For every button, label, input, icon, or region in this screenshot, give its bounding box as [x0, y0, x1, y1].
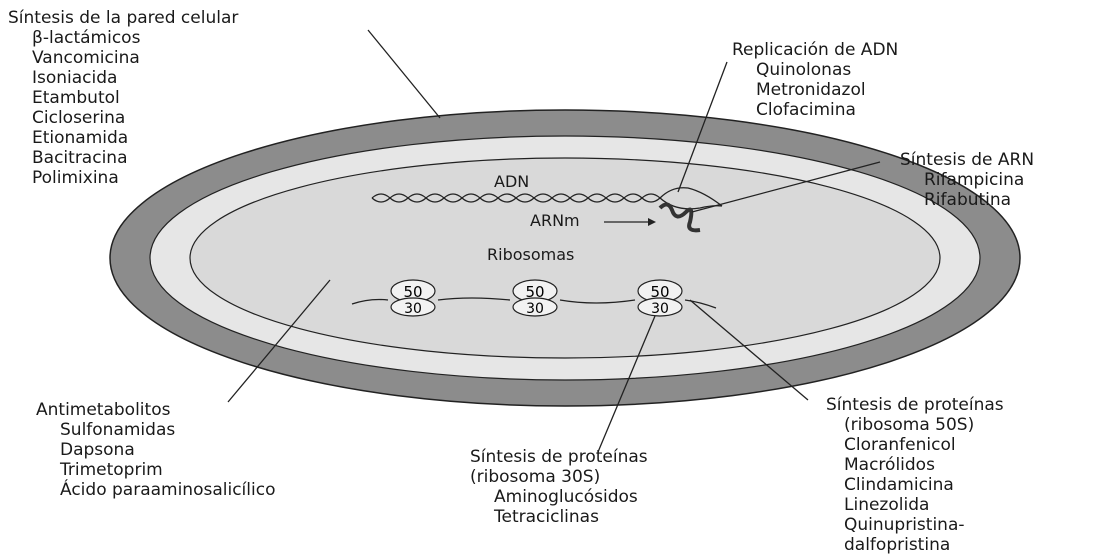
- leader-cell-wall: [368, 30, 440, 118]
- drug-item: Etionamida: [32, 128, 238, 148]
- drug-item: Cicloserina: [32, 108, 238, 128]
- drug-item: Clindamicina: [844, 475, 1004, 495]
- drug-item: Quinupristina-: [844, 515, 1004, 535]
- protein-synthesis-30s-group: Síntesis de proteínas (ribosoma 30S) Ami…: [470, 447, 648, 527]
- rna-synthesis-group: Síntesis de ARN Rifampicina Rifabutina: [900, 150, 1034, 210]
- ribosome-1-30-label: 30: [404, 301, 422, 317]
- mrna-label: ARNm: [530, 211, 580, 230]
- drug-item: Isoniacida: [32, 68, 238, 88]
- drug-item: Quinolonas: [756, 60, 898, 80]
- drug-item: Dapsona: [60, 440, 275, 460]
- dna-replication-group: Replicación de ADN Quinolonas Metronidaz…: [732, 40, 898, 120]
- antimetabolites-title: Antimetabolitos: [36, 400, 275, 420]
- drug-item: dalfopristina: [844, 535, 1004, 555]
- drug-item: Metronidazol: [756, 80, 898, 100]
- ribosomes-label: Ribosomas: [487, 245, 574, 264]
- ribosome-2-50-label: 50: [525, 283, 544, 301]
- drug-item: Trimetoprim: [60, 460, 275, 480]
- drug-item: Rifampicina: [924, 170, 1034, 190]
- drug-item: Linezolida: [844, 495, 1004, 515]
- rna-synthesis-title: Síntesis de ARN: [900, 150, 1034, 170]
- protein-synthesis-50s-subtitle: (ribosoma 50S): [844, 415, 1004, 435]
- drug-item: Vancomicina: [32, 48, 238, 68]
- dna-replication-title: Replicación de ADN: [732, 40, 898, 60]
- drug-item: Aminoglucósidos: [494, 487, 648, 507]
- drug-item: Sulfonamidas: [60, 420, 275, 440]
- ribosome-3-50-label: 50: [650, 283, 669, 301]
- drug-item: Etambutol: [32, 88, 238, 108]
- dna-label: ADN: [494, 172, 529, 191]
- protein-synthesis-30s-title: Síntesis de proteínas: [470, 447, 648, 467]
- drug-item: Ácido paraaminosalicílico: [60, 480, 275, 500]
- ribosome-3-30-label: 30: [651, 301, 669, 317]
- protein-synthesis-50s-title: Síntesis de proteínas: [826, 395, 1004, 415]
- drug-item: Macrólidos: [844, 455, 1004, 475]
- drug-item: Clofacimina: [756, 100, 898, 120]
- protein-synthesis-50s-group: Síntesis de proteínas (ribosoma 50S) Clo…: [826, 395, 1004, 555]
- ribosome-1-50-label: 50: [403, 283, 422, 301]
- cell-wall-synthesis-title: Síntesis de la pared celular: [8, 8, 238, 28]
- cell-wall-synthesis-group: Síntesis de la pared celular β-lactámico…: [8, 8, 238, 188]
- drug-item: Rifabutina: [924, 190, 1034, 210]
- drug-item: β-lactámicos: [32, 28, 238, 48]
- ribosome-2-30-label: 30: [526, 301, 544, 317]
- drug-item: Tetraciclinas: [494, 507, 648, 527]
- drug-item: Cloranfenicol: [844, 435, 1004, 455]
- drug-item: Polimixina: [32, 168, 238, 188]
- drug-item: Bacitracina: [32, 148, 238, 168]
- antimetabolites-group: Antimetabolitos Sulfonamidas Dapsona Tri…: [36, 400, 275, 500]
- protein-synthesis-30s-subtitle: (ribosoma 30S): [470, 467, 648, 487]
